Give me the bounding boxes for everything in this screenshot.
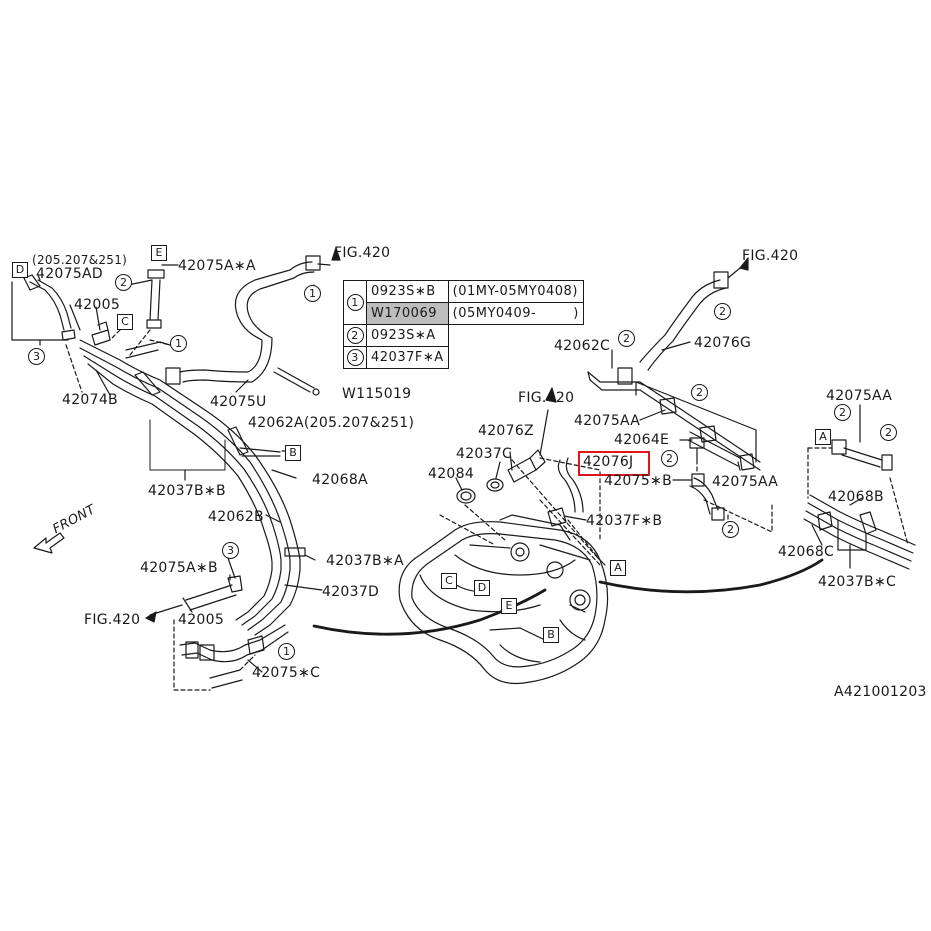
label-42076Z: 42076Z xyxy=(478,423,534,439)
label-42084: 42084 xyxy=(428,466,475,482)
label-42037FxB: 42037F∗B xyxy=(586,513,663,529)
marker-D-tank: D xyxy=(474,580,490,596)
label-42062B: 42062B xyxy=(208,509,264,525)
label-205-top: (205.207&251) xyxy=(32,253,128,267)
marker-C-tank: C xyxy=(441,573,457,589)
main-pipe-bundle xyxy=(79,339,306,636)
label-42076J: 42076J xyxy=(583,454,634,470)
diagram-code: A421001203 xyxy=(834,684,927,700)
front-arrow xyxy=(33,532,65,554)
label-42068A: 42068A xyxy=(312,472,368,488)
label-fig420-mid: FIG.420 xyxy=(518,390,575,406)
right-assembly xyxy=(587,267,916,570)
marker-C-left: C xyxy=(117,314,133,330)
label-42037BxA: 42037B∗A xyxy=(326,553,404,569)
highlight-42076J xyxy=(578,451,650,476)
circle-3-left: 3 xyxy=(28,348,45,365)
legend-part-0923SxB: 0923S∗B xyxy=(366,280,449,303)
circle-2-tr-lower: 2 xyxy=(722,521,739,538)
legend-range-4 xyxy=(448,347,583,369)
label-42062A: 42062A(205.207&251) xyxy=(248,415,415,431)
marker-B-left: B xyxy=(285,445,301,461)
circle-2-right-a: 2 xyxy=(834,404,851,421)
leader-lines xyxy=(37,263,863,673)
legend-num-2: 2 xyxy=(343,324,367,347)
label-fig420-left: FIG.420 xyxy=(84,612,141,628)
label-42075xB: 42075∗B xyxy=(604,473,672,489)
label-42005-top: 42005 xyxy=(74,297,121,313)
legend-part-0923SxA: 0923S∗A xyxy=(366,324,449,347)
hose-42075U xyxy=(149,255,321,385)
marker-E-tank: E xyxy=(501,598,517,614)
circle-2-tr-fitting: 2 xyxy=(661,450,678,467)
marker-A-tank: A xyxy=(610,560,626,576)
legend-table: 1 0923S∗B (01MY-05MY0408) W170069 (05MY0… xyxy=(343,280,584,369)
label-42075AD: 42075AD xyxy=(36,266,103,282)
circle-2-left: 2 xyxy=(115,274,132,291)
label-42068B: 42068B xyxy=(828,489,884,505)
label-42068C: 42068C xyxy=(778,544,835,560)
fuel-tank xyxy=(398,459,609,685)
arrows xyxy=(145,247,749,623)
circle-1-topcenter: 1 xyxy=(304,285,321,302)
circle-1-leftmid: 1 xyxy=(170,335,187,352)
marker-E: E xyxy=(151,245,167,261)
boundary-left xyxy=(312,588,547,636)
marker-D-left: D xyxy=(12,262,28,278)
marker-B-tank: B xyxy=(543,627,559,643)
legend-range-2: (05MY0409- ) xyxy=(447,302,584,325)
marker-A-right: A xyxy=(815,429,831,445)
legend-num-1: 1 xyxy=(343,280,367,325)
legend-part-42037FxA: 42037F∗A xyxy=(366,346,449,369)
legend-num-3: 3 xyxy=(343,346,367,369)
label-42037BxB: 42037B∗B xyxy=(148,483,226,499)
label-42074B: 42074B xyxy=(62,392,118,408)
label-42075AA-mid: 42075AA xyxy=(574,413,641,429)
strap-W115019 xyxy=(273,367,320,396)
label-42075AxA: 42075A∗A xyxy=(178,258,256,274)
label-fig420-top: FIG.420 xyxy=(334,245,391,261)
legend-part-W170069[interactable]: W170069 xyxy=(366,302,449,325)
circle-3-lowerleft: 3 xyxy=(222,542,239,559)
label-fig420-right: FIG.420 xyxy=(742,248,799,264)
circle-1-lowerleft: 1 xyxy=(278,643,295,660)
label-42076G: 42076G xyxy=(694,335,752,351)
circle-2-right-b: 2 xyxy=(880,424,897,441)
filler-components xyxy=(456,409,601,541)
label-42037BxC: 42037B∗C xyxy=(818,574,897,590)
lower-left-lines xyxy=(149,575,289,691)
label-W115019: W115019 xyxy=(342,386,412,402)
legend-range-1: (01MY-05MY0408) xyxy=(447,280,584,303)
label-42075AA-right: 42075AA xyxy=(826,388,893,404)
circle-2-tr-upper: 2 xyxy=(618,330,635,347)
label-42075AxB: 42075A∗B xyxy=(140,560,218,576)
boundary-right xyxy=(598,558,824,594)
left-hoses xyxy=(11,269,165,393)
label-42064E: 42064E xyxy=(614,432,670,448)
circle-2-tr-mid: 2 xyxy=(691,384,708,401)
label-42037D: 42037D xyxy=(322,584,380,600)
label-42075xC: 42075∗C xyxy=(252,665,321,681)
label-42075U: 42075U xyxy=(210,394,267,410)
label-42075AA-lower: 42075AA xyxy=(712,474,779,490)
label-42005-bottom: 42005 xyxy=(178,612,225,628)
legend-range-3 xyxy=(447,324,584,347)
circle-2-tr-top: 2 xyxy=(714,303,731,320)
label-42037C: 42037C xyxy=(456,446,513,462)
